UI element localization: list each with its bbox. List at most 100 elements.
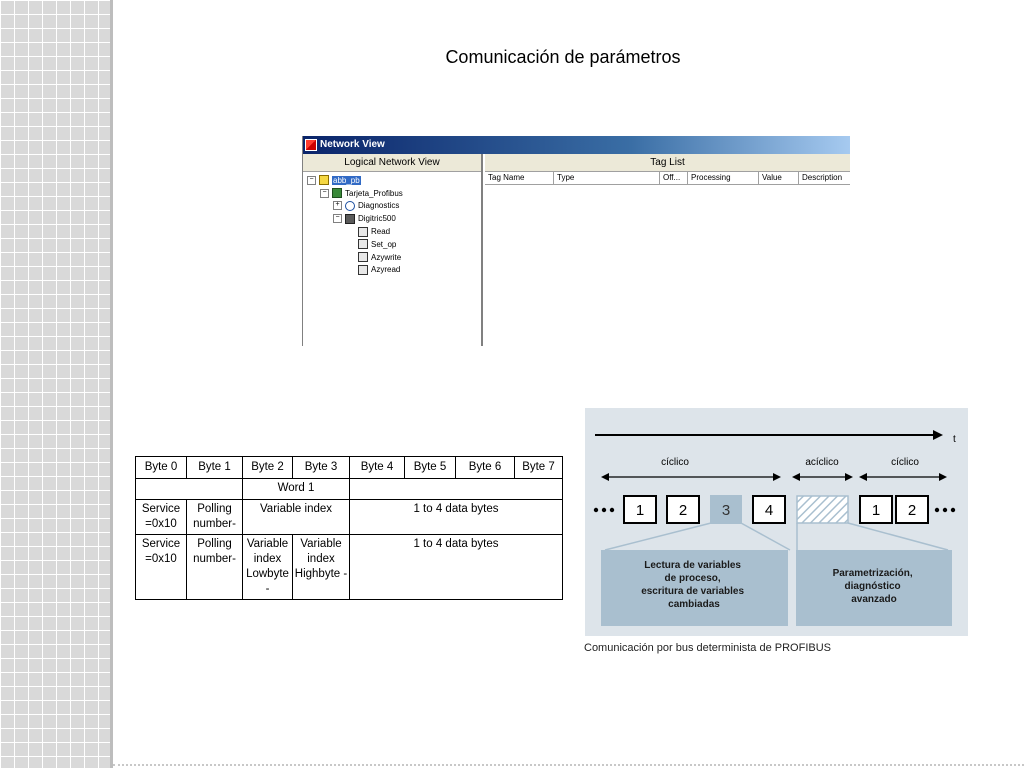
acyclic-hatched-slot: [796, 495, 849, 524]
cyclic-label-left: cíclico: [661, 457, 689, 468]
telegram-box-6: [895, 495, 929, 524]
telegram-box-2: [666, 495, 700, 524]
telegram-box-label: 3: [722, 502, 730, 519]
callout-line: cambiadas: [668, 599, 720, 610]
telegram-box-1: [623, 495, 657, 524]
tree-item-digitric500[interactable]: − Digitric500: [303, 212, 481, 225]
callout-connector: [847, 522, 949, 551]
tree-item-diagnostics[interactable]: +Diagnostics: [303, 200, 481, 213]
callout-line: avanzado: [851, 594, 897, 605]
decorative-side-strip: [0, 0, 113, 768]
time-label: t: [953, 434, 956, 445]
callout-acyclic-box: [796, 550, 952, 626]
network-tree: −abb_pb−Tarjeta_Profibus+Diagnostics−Dig…: [303, 172, 481, 276]
ellipsis-dot: [942, 507, 948, 513]
header-byte-7: Byte 7: [514, 456, 563, 479]
header-byte-3: Byte 3: [292, 456, 350, 479]
object-icon: [358, 252, 368, 263]
window-titlebar[interactable]: Network View: [303, 136, 850, 154]
telegram-box-label: 2: [908, 502, 916, 519]
ellipsis-dot: [950, 507, 956, 513]
collapse-icon[interactable]: −: [333, 214, 342, 224]
tree-item-azyread[interactable]: Azyread: [303, 264, 481, 277]
tree-item-label: Read: [371, 227, 391, 237]
ellipsis-dot: [593, 507, 599, 513]
diagnostics-icon: [345, 200, 355, 211]
ellipsis-dot: [934, 507, 940, 513]
tag-list-header: Tag List: [485, 154, 850, 172]
callout-line: Parametrización,: [833, 568, 913, 579]
word-1-cell: Word 1: [242, 478, 350, 500]
app-icon: [305, 139, 317, 151]
telegram-box-label: 1: [636, 502, 644, 519]
variable-index-lowbyte-cell: Variable index Lowbyte -: [242, 534, 293, 600]
time-axis-arrowhead: [933, 430, 943, 440]
callout-line: diagnóstico: [845, 581, 901, 592]
arrowhead: [792, 473, 800, 481]
slide-title: Comunicación de parámetros: [445, 47, 681, 67]
callout-cyclic-text: Lectura de variables de proceso, escritu…: [641, 560, 747, 610]
diagram-caption: Comunicación por bus determinista de PRO…: [584, 642, 831, 654]
tree-item-label: abb_pb: [332, 175, 361, 185]
acyclic-label: acíclico: [805, 457, 839, 468]
arrowhead: [601, 473, 609, 481]
arrowhead: [859, 473, 867, 481]
telegram-box-label: 2: [679, 502, 687, 519]
card-icon: [332, 188, 342, 199]
empty-cell: [135, 478, 243, 500]
arrowhead: [773, 473, 781, 481]
telegram-box-label: 4: [765, 502, 773, 519]
data-bytes-cell: 1 to 4 data bytes: [349, 499, 563, 535]
object-icon: [358, 264, 368, 275]
profibus-timing-diagram: t cíclico acíclico cíclico 1 2 3: [585, 408, 968, 636]
tree-item-read[interactable]: Read: [303, 225, 481, 238]
tag-list-columns: Tag Name Type Off... Processing Value De…: [485, 172, 850, 185]
telegram-box-label: 1: [872, 502, 880, 519]
expand-icon[interactable]: +: [333, 201, 342, 211]
ellipsis-dot: [601, 507, 607, 513]
variable-index-cell: Variable index: [242, 499, 350, 535]
empty-cell: [349, 478, 563, 500]
tree-item-label: Set_op: [371, 239, 397, 249]
callout-cyclic-box: [601, 550, 788, 626]
column-type[interactable]: Type: [554, 172, 660, 184]
tree-item-label: Azyread: [371, 265, 401, 275]
callout-acyclic-text: Parametrización, diagnóstico avanzado: [833, 568, 916, 605]
variable-index-highbyte-cell: Variable index Highbyte -: [292, 534, 350, 600]
column-processing[interactable]: Processing: [688, 172, 759, 184]
header-byte-5: Byte 5: [404, 456, 456, 479]
arrowhead: [845, 473, 853, 481]
tree-item-azywrite[interactable]: Azywrite: [303, 251, 481, 264]
tree-item-set-op[interactable]: Set_op: [303, 238, 481, 251]
tree-item-tarjeta-profibus[interactable]: −Tarjeta_Profibus: [303, 187, 481, 200]
tree-item-label: Digitric500: [358, 214, 396, 224]
logical-network-header: Logical Network View: [303, 154, 481, 172]
byte-layout-table: Byte 0 Byte 1 Byte 2 Byte 3 Byte 4 Byte …: [135, 456, 563, 600]
header-byte-4: Byte 4: [349, 456, 405, 479]
column-offset[interactable]: Off...: [660, 172, 688, 184]
root-folder-icon: [319, 175, 329, 186]
cyclic-label-right: cíclico: [891, 457, 919, 468]
collapse-icon[interactable]: −: [307, 175, 316, 185]
tree-item-abb-pb[interactable]: − abb_pb: [303, 174, 481, 187]
header-byte-1: Byte 1: [186, 456, 243, 479]
window-title: Network View: [320, 139, 385, 150]
column-tag-name[interactable]: Tag Name: [485, 172, 554, 184]
telegram-box-3-highlighted: [710, 495, 742, 524]
column-value[interactable]: Value: [759, 172, 799, 184]
column-description[interactable]: Description: [802, 173, 843, 182]
logical-network-pane: Logical Network View −abb_pb−Tarjeta_Pro…: [303, 154, 483, 346]
telegram-box-4: [752, 495, 786, 524]
tag-list-pane: Tag List Tag Name Type Off... Processing…: [485, 154, 850, 346]
service-cell: Service =0x10: [135, 499, 187, 535]
callout-line: Lectura de variables: [644, 560, 741, 571]
service-cell: Service =0x10: [135, 534, 187, 600]
callout-connector: [604, 522, 712, 551]
network-view-window: Network View Logical Network View −abb_p…: [302, 136, 850, 346]
collapse-icon[interactable]: −: [320, 188, 329, 198]
callout-line: de proceso,: [665, 573, 721, 584]
callout-connector: [740, 522, 791, 551]
callout-line: escritura de variables: [641, 586, 744, 597]
device-icon: [345, 213, 355, 224]
header-byte-0: Byte 0: [135, 456, 187, 479]
